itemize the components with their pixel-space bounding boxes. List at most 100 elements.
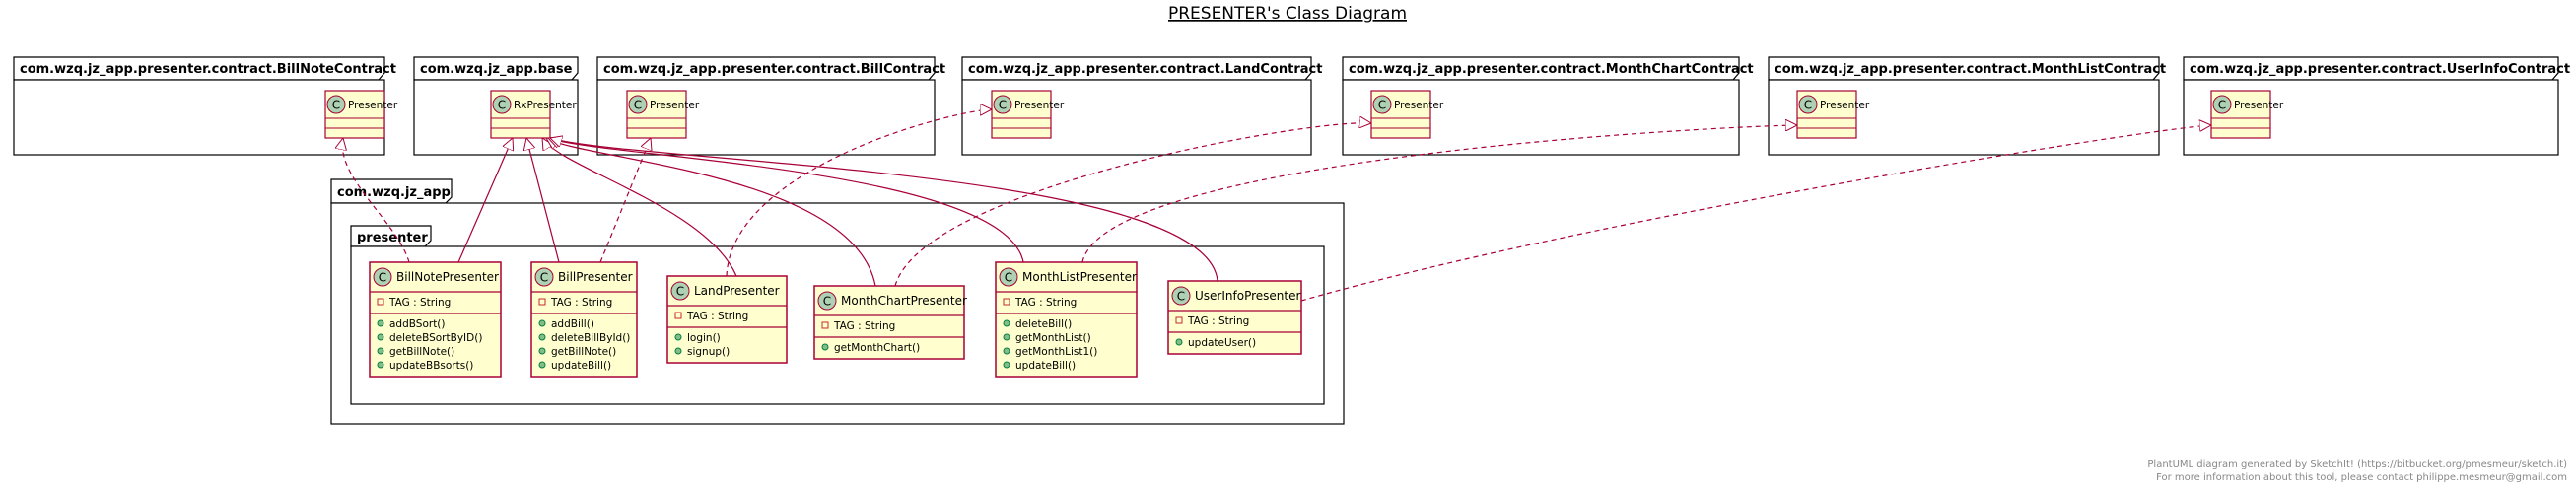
contract-package: com.wzq.jz_app.presenter.contract.UserIn… bbox=[2183, 56, 2570, 156]
footer-contact-note: For more information about this tool, pl… bbox=[2156, 472, 2567, 483]
class-stereotype-circle bbox=[999, 267, 1018, 287]
field-label: TAG : String bbox=[686, 311, 748, 322]
class-stereotype-letter: C bbox=[1177, 290, 1185, 304]
class-stereotype-circle bbox=[993, 95, 1012, 114]
contract-package: com.wzq.jz_app.presenter.contract.BillNo… bbox=[13, 56, 398, 156]
contract-package: com.wzq.jz_app.presenter.contract.LandCo… bbox=[961, 56, 1322, 156]
class-name: Presenter bbox=[348, 100, 398, 111]
public-method-icon bbox=[674, 333, 682, 341]
private-field-icon bbox=[538, 298, 546, 306]
relationship-edges bbox=[342, 109, 2211, 302]
public-method-icon bbox=[377, 361, 384, 369]
generalization-edge bbox=[526, 138, 560, 263]
public-method-icon bbox=[1175, 338, 1183, 346]
field-label: TAG : String bbox=[550, 297, 612, 309]
package-tab bbox=[961, 56, 1312, 81]
class-box bbox=[813, 285, 965, 360]
private-field-icon bbox=[821, 321, 829, 329]
method-label: deleteBill() bbox=[1015, 318, 1072, 330]
public-method-icon bbox=[1003, 319, 1010, 327]
method-label: deleteBillById() bbox=[551, 332, 630, 344]
class-stereotype-letter: C bbox=[1378, 99, 1386, 112]
package-name: com.wzq.jz_app.presenter.contract.MonthL… bbox=[1775, 62, 2166, 77]
public-method-icon bbox=[377, 319, 384, 327]
method-label: addBill() bbox=[551, 318, 594, 330]
class-stereotype-circle bbox=[534, 267, 554, 287]
generalization-edge bbox=[550, 138, 1218, 282]
realization-edge bbox=[342, 138, 410, 263]
class-stereotype-circle bbox=[373, 267, 392, 287]
package-name: com.wzq.jz_app.presenter.contract.UserIn… bbox=[2190, 62, 2570, 77]
class-stereotype-letter: C bbox=[498, 99, 506, 112]
class-name: Presenter bbox=[2234, 100, 2284, 111]
method-label: addBSort() bbox=[389, 318, 446, 330]
class-name: Presenter bbox=[1014, 100, 1065, 111]
public-method-icon bbox=[538, 361, 546, 369]
class-name: LandPresenter bbox=[694, 284, 780, 298]
class-name: BillNotePresenter bbox=[396, 270, 499, 284]
package-name: com.wzq.jz_app.presenter.contract.BillCo… bbox=[603, 62, 945, 77]
method-label: getMonthList() bbox=[1015, 332, 1091, 344]
class-stereotype-circle bbox=[326, 95, 346, 114]
public-method-icon bbox=[674, 347, 682, 355]
class-stereotype-letter: C bbox=[823, 295, 831, 309]
public-method-icon bbox=[377, 333, 384, 341]
public-method-icon bbox=[1003, 333, 1010, 341]
field-label: TAG : String bbox=[1187, 315, 1249, 327]
public-method-icon bbox=[538, 319, 546, 327]
class-name: Presenter bbox=[650, 100, 700, 111]
class-stereotype-letter: C bbox=[332, 99, 340, 112]
package-tab bbox=[330, 178, 453, 204]
package-tab bbox=[350, 225, 432, 247]
package-tab bbox=[413, 56, 579, 81]
public-method-icon bbox=[377, 347, 384, 355]
method-label: updateBill() bbox=[1015, 360, 1076, 372]
class-box bbox=[1796, 90, 1857, 139]
class-stereotype-circle bbox=[670, 281, 690, 301]
method-label: deleteBSortByID() bbox=[389, 332, 482, 344]
package-tab bbox=[1768, 56, 2160, 81]
private-field-icon bbox=[674, 312, 682, 319]
class-stereotype-letter: C bbox=[999, 99, 1007, 112]
class-box bbox=[530, 261, 638, 378]
package-name: com.wzq.jz_app bbox=[337, 185, 451, 200]
private-field-icon bbox=[1003, 298, 1010, 306]
method-label: getMonthList1() bbox=[1015, 346, 1097, 358]
class-box bbox=[324, 90, 385, 139]
class-stereotype-circle bbox=[817, 291, 837, 311]
package-body bbox=[13, 79, 385, 156]
package-tab bbox=[596, 56, 936, 81]
class-stereotype-letter: C bbox=[1804, 99, 1812, 112]
realization-edge bbox=[599, 138, 651, 263]
contract-package: com.wzq.jz_app.presenter.contract.BillCo… bbox=[596, 56, 945, 156]
class-name: MonthChartPresenter bbox=[841, 294, 967, 308]
package-name: com.wzq.jz_app.presenter.contract.BillNo… bbox=[20, 62, 396, 77]
package-tab bbox=[2183, 56, 2559, 81]
class-stereotype-letter: C bbox=[676, 285, 684, 299]
realization-edge bbox=[894, 123, 1371, 287]
package-name: presenter bbox=[357, 231, 428, 245]
public-method-icon bbox=[1003, 347, 1010, 355]
generalization-edge bbox=[546, 138, 876, 287]
method-label: getBillNote() bbox=[389, 346, 454, 358]
class-stereotype-letter: C bbox=[379, 271, 386, 285]
method-label: getBillNote() bbox=[551, 346, 616, 358]
contract-package: com.wzq.jz_app.presenter.contract.MonthL… bbox=[1768, 56, 2166, 156]
public-method-icon bbox=[1003, 361, 1010, 369]
generalization-edge bbox=[542, 138, 737, 277]
field-label: TAG : String bbox=[1014, 297, 1077, 309]
package-name: com.wzq.jz_app.base bbox=[420, 62, 573, 77]
class-stereotype-letter: C bbox=[2218, 99, 2226, 112]
public-method-icon bbox=[821, 343, 829, 351]
class-stereotype-circle bbox=[492, 95, 512, 114]
class-name: RxPresenter bbox=[514, 100, 577, 111]
contract-packages: com.wzq.jz_app.presenter.contract.BillNo… bbox=[13, 56, 2570, 156]
class-name: BillPresenter bbox=[558, 270, 633, 284]
